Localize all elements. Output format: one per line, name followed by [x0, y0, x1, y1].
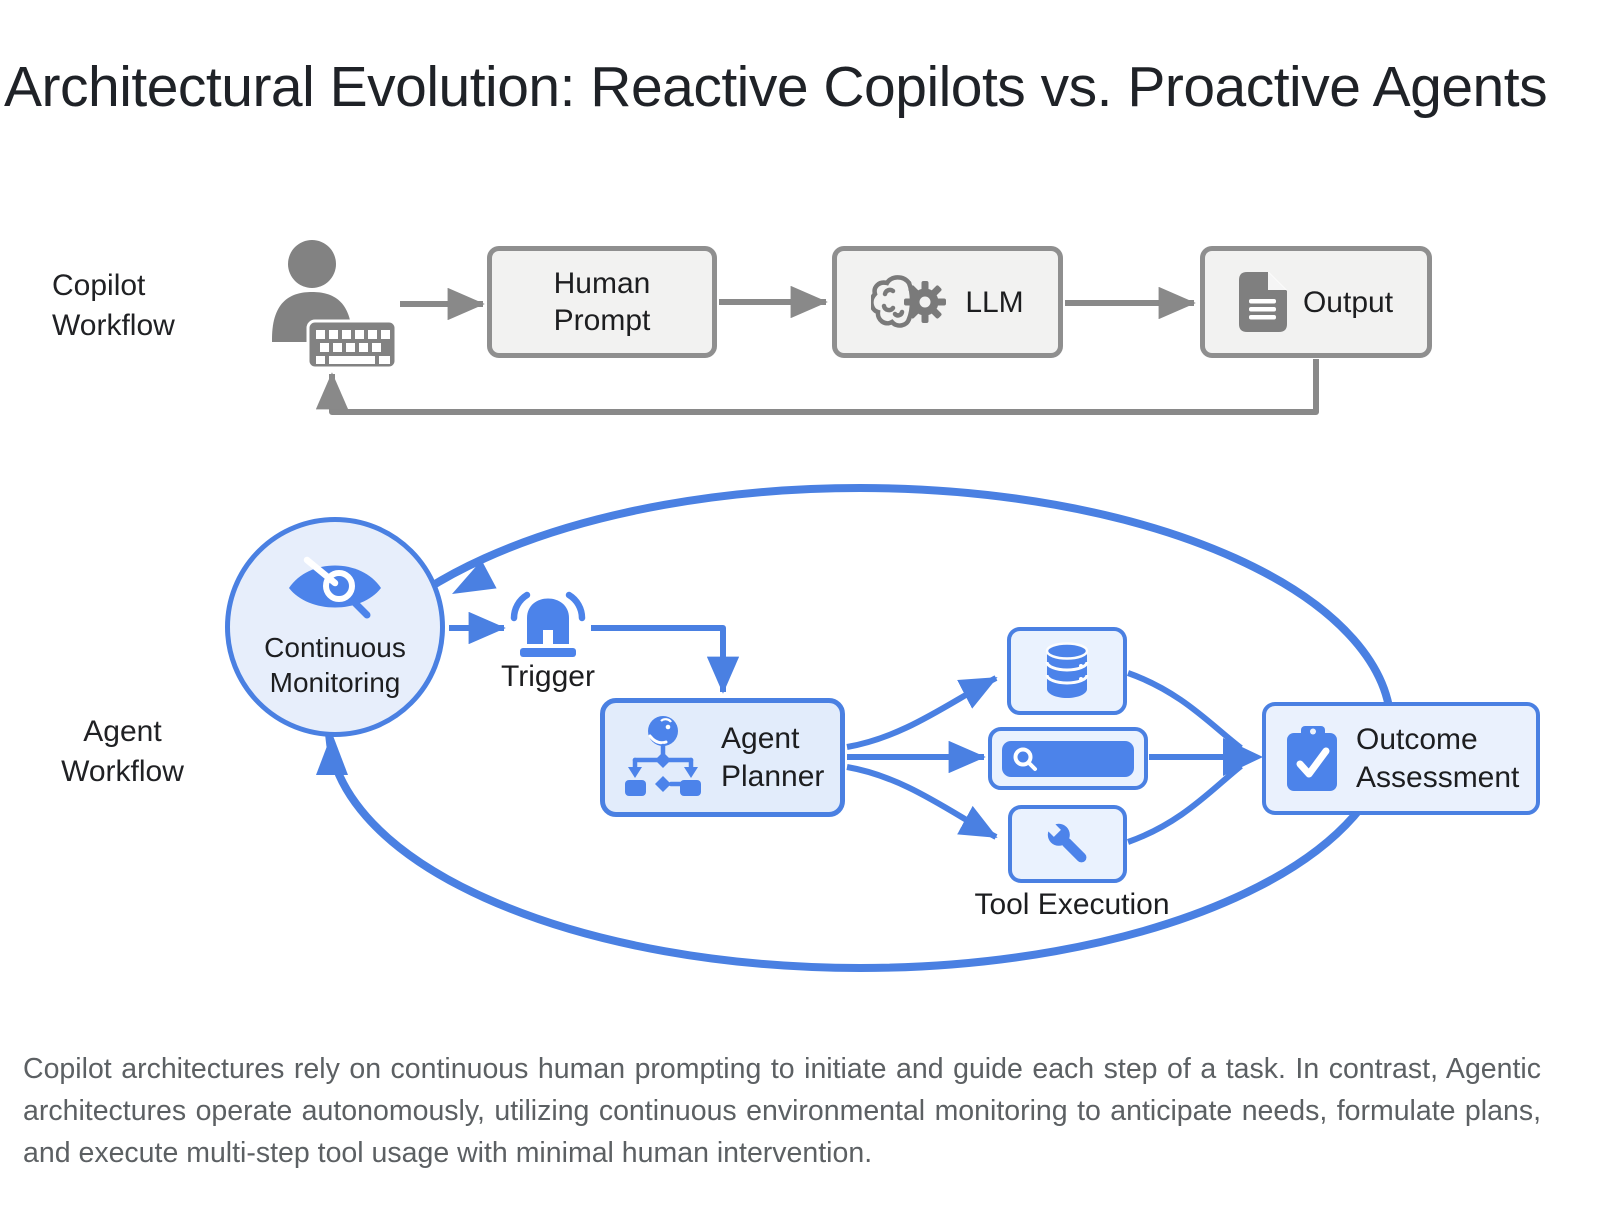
- output-node: Output: [1200, 246, 1432, 358]
- agent-planner-node: Agent Planner: [600, 698, 845, 817]
- outcome-assessment-node: Outcome Assessment: [1262, 702, 1540, 815]
- outcome-label: Outcome Assessment: [1356, 722, 1520, 794]
- human-prompt-node: Human Prompt: [487, 246, 717, 358]
- page-title: Architectural Evolution: Reactive Copilo…: [4, 55, 1548, 119]
- planner-label: Agent Planner: [721, 721, 825, 793]
- curve-database-to-outcome: [1127, 670, 1243, 751]
- arrowhead-tools-to-outcome: [1223, 738, 1263, 776]
- llm-node: LLM: [832, 246, 1063, 358]
- search-tool-node: [988, 727, 1148, 790]
- agent-loop-arrowhead-top: [452, 560, 497, 594]
- wrench-icon: [1044, 820, 1086, 863]
- monitoring-eye-icon: [289, 556, 381, 619]
- arrow-planner-to-tool: [846, 764, 998, 840]
- caption-text: Copilot architectures rely on continuous…: [23, 1053, 1541, 1169]
- document-icon: [1238, 272, 1287, 332]
- llm-label: LLM: [965, 285, 1024, 319]
- database-tool-node: [1007, 627, 1127, 715]
- user-at-keyboard-icon: [272, 240, 398, 370]
- agent-loop-ellipse: [325, 484, 1395, 972]
- monitoring-label: Continuous Monitoring: [264, 632, 406, 698]
- continuous-monitoring-node: Continuous Monitoring: [225, 517, 445, 737]
- database-icon: [1045, 642, 1089, 698]
- arrow-planner-to-database: [846, 675, 998, 750]
- agent-workflow-label: Agent Workflow: [61, 715, 184, 788]
- arrow-output-feedback-loop: [315, 359, 1319, 415]
- planner-thinking-flowchart-icon: [625, 715, 701, 796]
- brain-gear-icon: [871, 275, 947, 328]
- search-bar-icon: [1002, 740, 1134, 777]
- clipboard-check-icon: [1287, 725, 1337, 791]
- trigger-label: Trigger: [501, 660, 595, 693]
- curve-tool-to-outcome: [1127, 763, 1243, 845]
- alarm-bell-icon: [510, 591, 586, 657]
- copilot-workflow-label: Copilot Workflow: [52, 269, 175, 342]
- arrow-trigger-to-planner: [591, 625, 740, 694]
- tool-execution-label: Tool Execution: [974, 888, 1170, 921]
- human-prompt-label: Human Prompt: [553, 267, 651, 337]
- output-label: Output: [1302, 285, 1394, 319]
- tool-execution-node: [1008, 805, 1127, 883]
- agent-loop-arrowhead-bottom: [316, 733, 348, 775]
